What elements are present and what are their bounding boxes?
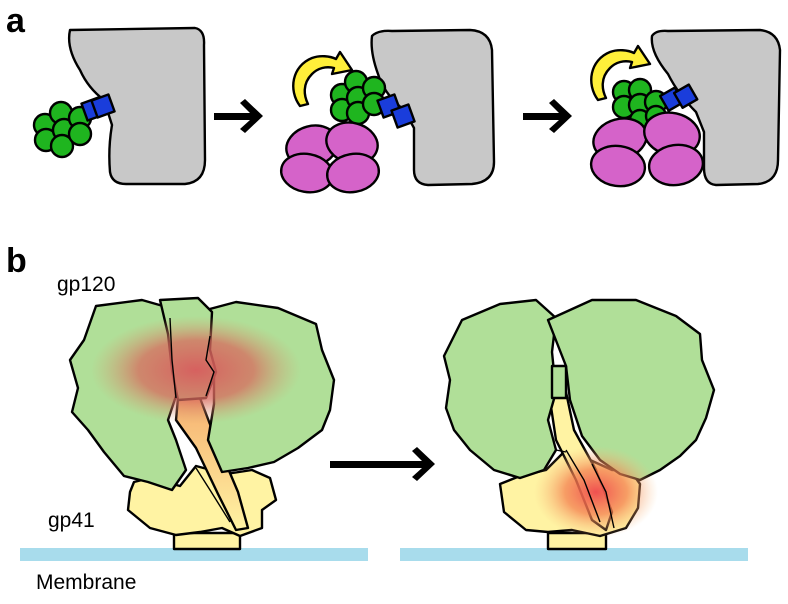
label-gp41: gp41 [48,509,95,532]
blue-square-pair [376,93,416,129]
membrane-bar [20,548,368,561]
stage-2 [279,28,496,194]
curved-arrow-icon [292,50,354,108]
magenta-oval-cluster [589,111,705,188]
envelope-closed [20,296,368,561]
gp120-protomer-left [442,298,558,480]
magenta-oval-cluster [279,121,381,194]
blue-square-pair [80,93,116,122]
hotspot-glow-right [534,446,658,538]
right-arrow-icon [523,99,572,133]
stage-3 [589,28,782,188]
gray-receptor-body [370,28,496,187]
label-gp120: gp120 [57,273,116,296]
domain-boundary [169,317,231,523]
hotspot-glow-left [91,316,301,424]
right-arrow-icon [214,99,263,133]
green-ball-cluster [329,69,387,126]
panel-letter-a: a [6,2,25,40]
label-membrane: Membrane [36,571,137,594]
envelope-open [400,298,748,561]
panel-b [20,296,748,561]
blue-square-pair [658,83,699,112]
gray-receptor-body [67,26,207,186]
membrane-bar [400,548,748,561]
gp120-protomer-right [546,298,716,482]
gp120-small-domain [550,364,568,400]
transmembrane-stem [172,531,242,551]
gray-receptor-body [650,28,782,187]
green-ball-cluster [32,100,93,159]
panel-letter-b: b [6,242,27,280]
domain-boundary [555,449,615,529]
panel-a [32,26,782,194]
stage-1 [32,26,207,186]
right-arrow-icon [330,447,435,481]
curved-arrow-icon [590,44,652,102]
